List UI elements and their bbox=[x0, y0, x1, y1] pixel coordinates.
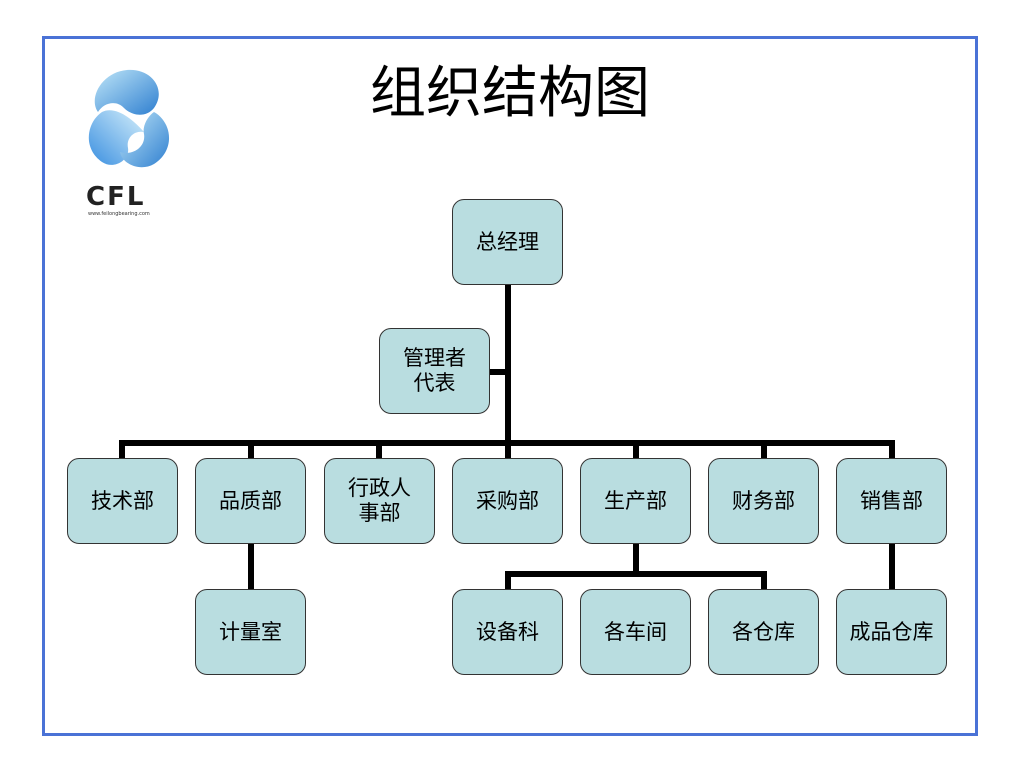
node-dept-sales: 销售部 bbox=[836, 458, 947, 544]
node-dept-quality: 品质部 bbox=[195, 458, 306, 544]
node-dept-tech: 技术部 bbox=[67, 458, 178, 544]
node-equipment-section: 设备科 bbox=[452, 589, 563, 675]
node-general-manager: 总经理 bbox=[452, 199, 563, 285]
node-metrology-room: 计量室 bbox=[195, 589, 306, 675]
logo-text: CFL bbox=[86, 182, 146, 212]
cfl-logo-icon bbox=[88, 69, 170, 168]
page-title: 组织结构图 bbox=[370, 61, 650, 126]
node-management-rep: 管理者代表 bbox=[379, 328, 490, 414]
node-workshops: 各车间 bbox=[580, 589, 691, 675]
node-finished-goods-warehouse: 成品仓库 bbox=[836, 589, 947, 675]
node-warehouses: 各仓库 bbox=[708, 589, 819, 675]
node-dept-production: 生产部 bbox=[580, 458, 691, 544]
logo-url: www.feilongbearing.com bbox=[88, 211, 150, 217]
slide-frame bbox=[42, 36, 978, 736]
node-dept-finance: 财务部 bbox=[708, 458, 819, 544]
node-dept-admin-hr: 行政人事部 bbox=[324, 458, 435, 544]
node-dept-purchasing: 采购部 bbox=[452, 458, 563, 544]
